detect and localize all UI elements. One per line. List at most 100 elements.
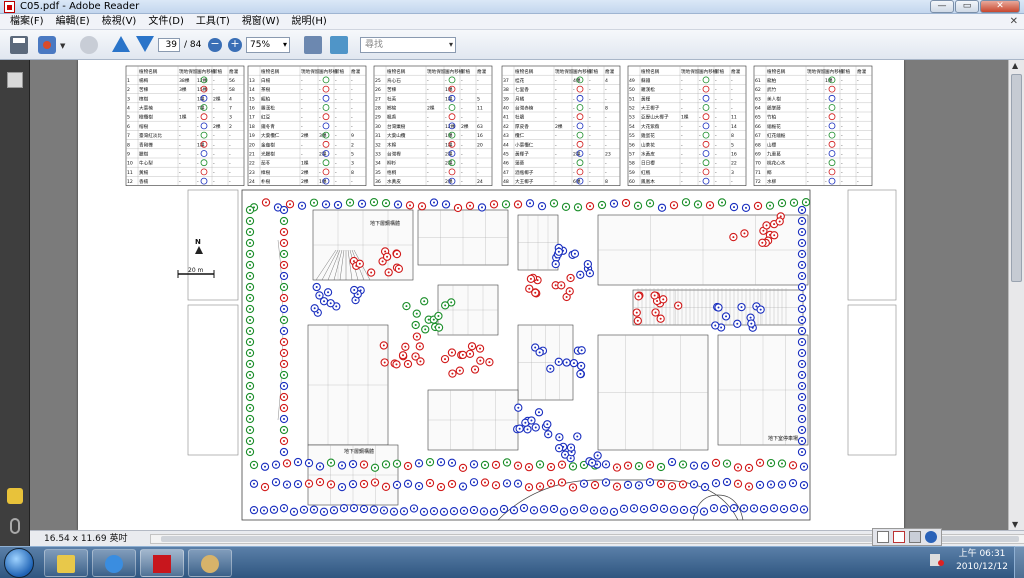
document-icon[interactable] <box>893 531 905 543</box>
maximize-button[interactable]: ▭ <box>955 0 979 13</box>
tree-center <box>249 220 251 222</box>
table-cell: - <box>461 180 463 185</box>
tree-center <box>778 220 781 223</box>
pages-icon[interactable] <box>7 72 23 88</box>
table-cell: 55 <box>629 133 635 139</box>
page-number-input[interactable]: 39 <box>158 38 180 52</box>
taskbar-paint[interactable] <box>188 549 232 577</box>
table-cell: - <box>335 162 337 167</box>
tree-center <box>495 484 497 487</box>
table-header-cell: 植物名稱 <box>767 68 786 75</box>
comment-icon[interactable] <box>7 488 23 504</box>
tree-center <box>637 204 639 207</box>
table-cell: 榕樹 <box>139 123 149 130</box>
stair-line <box>321 249 339 281</box>
table-header-cell: 新植 <box>589 68 599 75</box>
tree-center <box>636 319 639 322</box>
table-cell: - <box>841 162 843 167</box>
network-warning-icon[interactable] <box>938 560 944 566</box>
tree-center <box>616 466 618 469</box>
tree-center <box>370 271 373 274</box>
table-cell: 羅漢松 <box>261 105 275 112</box>
tree-center <box>586 263 589 266</box>
vertical-scrollbar[interactable]: ▲ ▼ <box>1008 60 1024 530</box>
menu-tools[interactable]: 工具(T) <box>195 15 230 27</box>
print-icon[interactable] <box>10 36 28 54</box>
minimize-button[interactable]: — <box>930 0 954 13</box>
table-cell: 51 <box>629 96 635 102</box>
menu-document[interactable]: 文件(D) <box>148 15 184 27</box>
scroll-up-icon[interactable]: ▲ <box>1012 61 1019 70</box>
chevron-down-icon[interactable]: ▼ <box>60 42 66 50</box>
table-cell: - <box>555 134 557 139</box>
menu-help[interactable]: 說明(H) <box>291 15 327 27</box>
zoom-in-icon[interactable]: + <box>228 38 242 52</box>
table-cell: - <box>841 171 843 176</box>
table-cell: 63 <box>477 124 483 130</box>
create-pdf-icon[interactable] <box>38 36 56 54</box>
tree-center <box>638 465 640 468</box>
tree-center <box>421 205 423 208</box>
help-icon[interactable] <box>925 531 937 543</box>
table-cell: 杜英 <box>387 95 397 102</box>
view-mode-icon[interactable] <box>909 531 921 543</box>
table-cell: 椰 <box>767 169 772 176</box>
table-cell: - <box>445 107 447 112</box>
table-cell: - <box>807 88 809 93</box>
start-button[interactable] <box>4 548 34 578</box>
species-symbol <box>200 113 208 121</box>
tree-center <box>249 451 251 453</box>
search-input[interactable]: 尋找 <box>360 37 456 53</box>
scroll-down-icon[interactable]: ▼ <box>1012 520 1019 529</box>
tree-center <box>329 302 332 305</box>
taskbar-explorer[interactable] <box>44 549 88 577</box>
collaborate-icon[interactable] <box>80 36 98 54</box>
table-cell: - <box>807 162 809 167</box>
action-center-flag-icon[interactable] <box>930 554 940 566</box>
table-cell: 朴樹 <box>261 178 271 185</box>
tree-center <box>773 234 776 237</box>
tree-center <box>415 335 418 338</box>
taskbar-internet-explorer[interactable] <box>92 549 136 577</box>
table-header-cell: 園內移植 <box>445 68 464 75</box>
taskbar-adobe-reader[interactable] <box>140 549 184 577</box>
horizontal-scroll-thumb[interactable] <box>161 536 1019 542</box>
table-cell: - <box>301 88 303 93</box>
menu-file[interactable]: 檔案(F) <box>10 15 44 27</box>
table-cell: 柳杉 <box>387 160 397 167</box>
scroll-thumb[interactable] <box>1011 74 1022 282</box>
close-document-icon[interactable]: ✕ <box>1009 16 1018 27</box>
page-display-tray <box>872 528 942 546</box>
tree-center <box>249 418 251 420</box>
tree-center <box>283 363 285 365</box>
fit-width-icon[interactable] <box>330 36 348 54</box>
table-cell: - <box>841 143 843 148</box>
zoom-select[interactable]: 75% <box>246 37 290 53</box>
menu-edit[interactable]: 編輯(E) <box>55 15 90 27</box>
single-page-icon[interactable] <box>877 531 889 543</box>
close-button[interactable]: ✕ <box>980 0 1020 13</box>
system-clock[interactable]: 上午 06:31 2010/12/12 <box>944 548 1020 574</box>
tree-center <box>761 241 764 244</box>
show-desktop-button[interactable] <box>1014 546 1024 578</box>
zoom-out-icon[interactable]: − <box>208 38 222 52</box>
fit-page-icon[interactable] <box>304 36 322 54</box>
table-cell: - <box>573 88 575 93</box>
tree-center <box>523 507 525 510</box>
previous-page-button[interactable] <box>112 36 130 54</box>
table-cell: - <box>605 162 607 167</box>
table-cell: 2 <box>351 142 354 148</box>
tree-center <box>283 341 285 343</box>
table-cell: 19 <box>249 133 255 139</box>
next-page-button[interactable] <box>136 36 154 54</box>
table-cell: 臘樹 <box>139 151 149 158</box>
tree-center <box>283 242 285 244</box>
horizontal-scrollbar[interactable] <box>150 534 1024 544</box>
tree-center <box>783 508 785 511</box>
menu-window[interactable]: 視窗(W) <box>241 15 280 27</box>
attachment-icon[interactable] <box>10 518 20 534</box>
tree-center <box>451 482 453 485</box>
table-header-cell: 喬灌 <box>351 68 361 75</box>
table-cell: - <box>807 97 809 102</box>
menu-view[interactable]: 檢視(V) <box>101 15 137 27</box>
